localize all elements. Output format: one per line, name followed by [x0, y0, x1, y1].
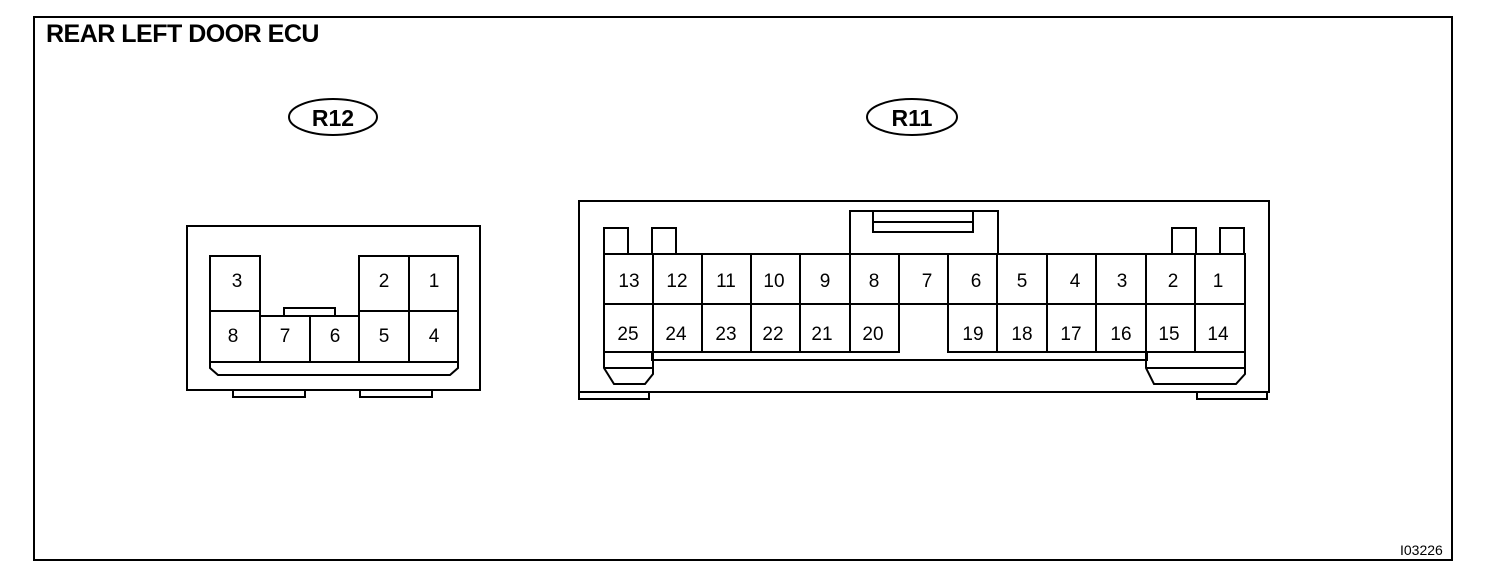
r11-cavity-20 [849, 303, 900, 353]
r11-pin-15: 15 [1158, 324, 1179, 345]
r11-pin-14: 14 [1207, 324, 1229, 345]
r11-pin-10: 10 [763, 271, 784, 292]
r12-label-oval [288, 98, 378, 136]
r11-pin-6: 6 [971, 271, 982, 292]
r11-pin-19: 19 [962, 324, 983, 345]
r11-pin-20: 20 [862, 324, 883, 345]
diagram-frame [33, 16, 1453, 561]
r11-label-oval [866, 98, 958, 136]
r11-pin-18: 18 [1011, 324, 1032, 345]
r11-pin-24: 24 [665, 324, 687, 345]
r11-post-right-1 [1171, 227, 1197, 254]
r12-pin-3: 3 [232, 271, 243, 292]
figure-id: I03226 [1400, 542, 1443, 558]
r11-latch-left [578, 391, 650, 400]
r11-pin-2: 2 [1168, 271, 1179, 292]
r12-pin-1: 1 [429, 271, 440, 292]
r11-pin-4: 4 [1070, 271, 1081, 292]
r11-pin-1: 1 [1213, 271, 1224, 292]
r11-latch-right [1196, 391, 1268, 400]
r11-pin-25: 25 [617, 324, 638, 345]
r11-housing [578, 200, 1270, 393]
r12-pin-4: 4 [429, 326, 440, 347]
r11-pin-3: 3 [1117, 271, 1128, 292]
r12-cavity-4 [408, 310, 459, 363]
r11-post-left-2 [651, 227, 677, 254]
r12-pin-2: 2 [379, 271, 390, 292]
r12-pin-6: 6 [330, 326, 341, 347]
r11-pin-16: 16 [1110, 324, 1131, 345]
r11-post-right-2 [1219, 227, 1245, 254]
r12-pin-5: 5 [379, 326, 390, 347]
r11-connector: R11 [578, 98, 1270, 400]
r12-connector: R12 3 2 1 8 7 6 5 4 [186, 98, 481, 398]
r11-pin-11: 11 [716, 271, 736, 292]
r11-label: R11 [892, 105, 933, 131]
r12-latch-right [359, 389, 433, 398]
diagram-title: REAR LEFT DOOR ECU [46, 20, 319, 48]
r11-bottom-row [603, 303, 1246, 353]
r11-pin-13: 13 [618, 271, 639, 292]
r12-pin-7: 7 [280, 326, 291, 347]
r11-inner-floor [651, 352, 1148, 361]
r11-pin-21: 21 [811, 324, 832, 345]
r12-label: R12 [312, 105, 354, 131]
r11-pin-9: 9 [820, 271, 831, 292]
r12-latch-left [232, 389, 306, 398]
r11-cavity-14 [1194, 303, 1246, 353]
r12-center-key [260, 307, 359, 317]
r11-post-left-1 [603, 227, 629, 254]
r11-pin-22: 22 [762, 324, 783, 345]
r11-pin-12: 12 [666, 271, 687, 292]
r11-pin-5: 5 [1017, 271, 1028, 292]
r11-pin-17: 17 [1060, 324, 1081, 345]
r12-pin-8: 8 [228, 326, 239, 347]
r11-pin-23: 23 [715, 324, 736, 345]
r11-pin-8: 8 [869, 271, 880, 292]
r11-pin-7: 7 [922, 271, 933, 292]
r12-housing [186, 225, 481, 391]
